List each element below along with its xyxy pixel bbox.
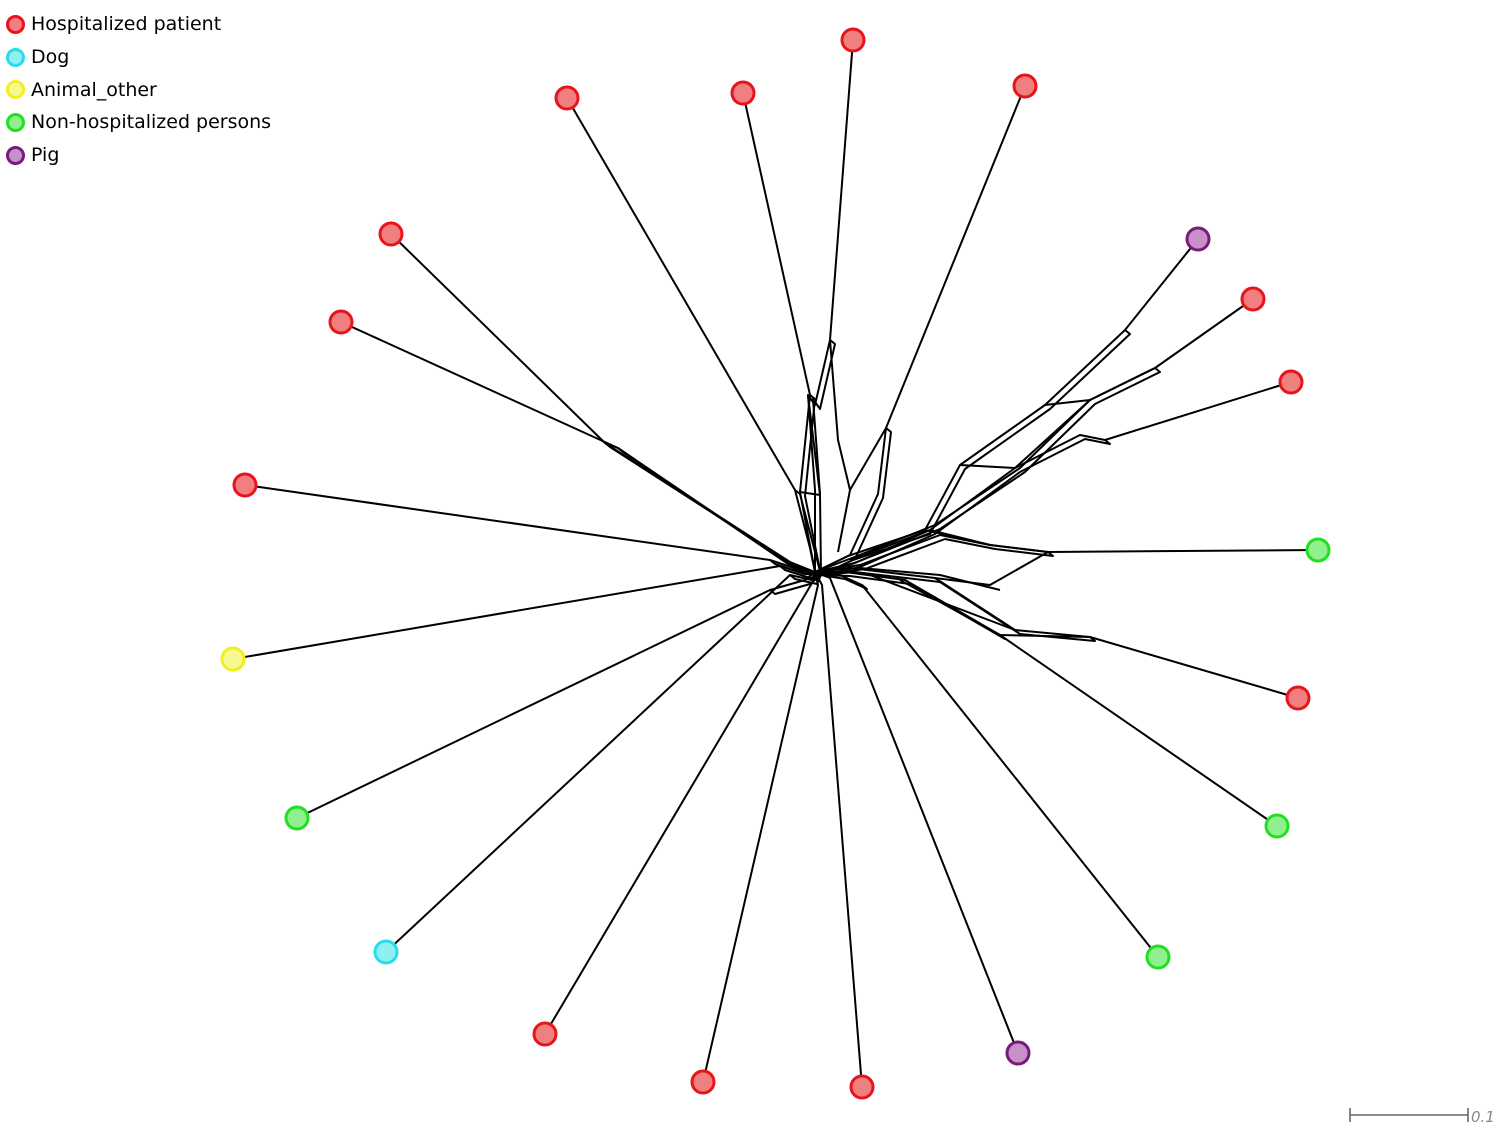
network-edge xyxy=(566,97,816,573)
hospitalized-swatch-icon xyxy=(6,14,25,34)
network-edge xyxy=(934,551,1049,586)
leaf-node-pig xyxy=(1185,226,1211,252)
network-edge xyxy=(820,438,1111,576)
network-edge xyxy=(702,571,819,1083)
leaf-node-hospitalized-patient xyxy=(532,1021,558,1047)
network-edge xyxy=(390,233,816,573)
leaf-node-hospitalized-patient xyxy=(554,85,580,111)
leaf-node-hospitalized-patient xyxy=(1240,286,1266,312)
legend-item-non-hospitalized: Non-hospitalized persons xyxy=(6,106,271,139)
network-edge xyxy=(742,92,816,573)
network-edge xyxy=(1044,367,1156,406)
scale-bar-label: 0.1 xyxy=(1471,1108,1495,1126)
legend: Hospitalized patient Dog Animal_other No… xyxy=(6,8,271,171)
pig-swatch-icon xyxy=(6,145,25,165)
network-edge xyxy=(604,442,619,449)
leaf-node-non-hospitalized-persons xyxy=(1145,944,1171,970)
leaf-node-dog xyxy=(373,939,399,965)
legend-item-pig: Pig xyxy=(6,139,271,172)
leaf-node-hospitalized-patient xyxy=(1012,73,1038,99)
network-edge xyxy=(814,571,1159,958)
legend-label: Pig xyxy=(31,144,60,167)
network-edge xyxy=(820,329,1131,576)
leaf-node-non-hospitalized-persons xyxy=(1264,813,1290,839)
leaf-node-non-hospitalized-persons xyxy=(1305,537,1331,563)
legend-label: Dog xyxy=(31,46,70,69)
network-edge xyxy=(385,571,816,953)
network-edge xyxy=(814,85,1026,573)
network-edge xyxy=(869,574,1016,631)
network-edge xyxy=(807,39,854,572)
leaf-node-hospitalized-patient xyxy=(690,1069,716,1095)
dog-swatch-icon xyxy=(6,47,25,67)
leaf-node-non-hospitalized-persons xyxy=(284,805,310,831)
network-nodes xyxy=(220,27,1331,1100)
network-edge xyxy=(794,489,822,576)
leaf-node-hospitalized-patient xyxy=(328,309,354,335)
network-edge xyxy=(820,367,1161,576)
network-edge xyxy=(859,567,1001,591)
legend-label: Animal_other xyxy=(31,78,157,101)
network-edge xyxy=(296,571,816,819)
network-edge xyxy=(544,572,816,1035)
scale-bar xyxy=(1349,1108,1469,1122)
leaf-node-hospitalized-patient xyxy=(1278,369,1304,395)
network-edge xyxy=(820,574,868,590)
legend-label: Non-hospitalized persons xyxy=(31,111,272,134)
leaf-node-pig xyxy=(1005,1040,1031,1066)
network-edge xyxy=(820,574,1006,640)
legend-item-dog: Dog xyxy=(6,41,271,74)
network-edge xyxy=(959,399,1091,469)
network-edge xyxy=(815,571,1278,827)
network-edge xyxy=(814,571,1019,1054)
network-edge xyxy=(820,538,1054,576)
leaf-node-hospitalized-patient xyxy=(232,472,258,498)
network-edge xyxy=(812,339,836,576)
legend-item-animal-other: Animal_other xyxy=(6,73,271,106)
network-edge xyxy=(814,571,863,1088)
leaf-node-hospitalized-patient xyxy=(1285,685,1311,711)
network-edge xyxy=(799,394,821,496)
animal-other-swatch-icon xyxy=(6,80,25,100)
leaf-node-hospitalized-patient xyxy=(849,1074,875,1100)
leaf-node-animal-other xyxy=(220,646,246,672)
non-hospitalized-swatch-icon xyxy=(6,112,25,132)
network-edge xyxy=(849,529,991,561)
legend-item-hospitalized: Hospitalized patient xyxy=(6,8,271,41)
network-edge xyxy=(617,447,822,576)
network-edge xyxy=(814,567,1299,699)
network-edge xyxy=(804,394,822,576)
network-edge xyxy=(820,571,1096,642)
network-edges xyxy=(232,39,1319,1088)
leaf-node-hospitalized-patient xyxy=(840,27,866,53)
leaf-node-hospitalized-patient xyxy=(730,80,756,106)
network-edge xyxy=(829,339,851,491)
leaf-node-hospitalized-patient xyxy=(378,221,404,247)
network-edge xyxy=(244,484,816,573)
legend-label: Hospitalized patient xyxy=(31,13,222,36)
network-edge xyxy=(232,565,816,660)
